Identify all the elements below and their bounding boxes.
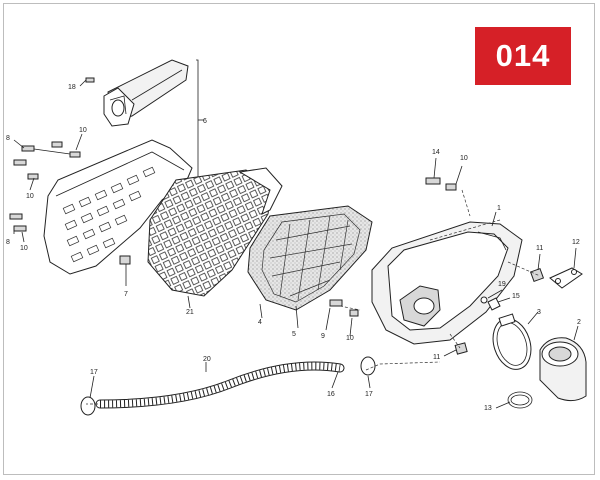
leader-lines xyxy=(13,79,579,409)
callout-13: 13 xyxy=(484,405,492,412)
airbox-housing-part xyxy=(371,221,523,345)
intake-boot-part xyxy=(539,337,587,402)
mesh-grille-part xyxy=(147,167,283,297)
grommet-part xyxy=(480,296,488,304)
callout-labels: 18 6 8 10 10 8 10 21 7 4 5 9 10 14 10 1 … xyxy=(6,84,581,412)
assembly-lines xyxy=(86,189,541,405)
plug-part xyxy=(487,297,501,311)
hose-clamp-part xyxy=(492,313,532,370)
callout-6: 6 xyxy=(203,118,207,125)
callout-11: 11 xyxy=(536,245,543,252)
hose-clip-part xyxy=(80,396,96,416)
callout-17: 17 xyxy=(365,391,373,398)
callout-10: 10 xyxy=(26,193,34,200)
callout-3: 3 xyxy=(537,309,541,316)
callout-10: 10 xyxy=(460,155,468,162)
callout-5: 5 xyxy=(292,331,296,338)
callout-7: 7 xyxy=(124,291,128,298)
callout-8: 8 xyxy=(6,239,10,246)
callout-8: 8 xyxy=(6,135,10,142)
upper-duct-part xyxy=(103,59,189,127)
filter-foam-part xyxy=(247,205,373,311)
callout-4: 4 xyxy=(258,319,262,326)
callout-20: 20 xyxy=(203,356,211,363)
callout-10: 10 xyxy=(20,245,28,252)
screw-set xyxy=(9,77,457,317)
filter-frame-part xyxy=(261,213,361,303)
callout-15: 15 xyxy=(512,293,520,300)
callout-18: 18 xyxy=(68,84,76,91)
hose-clip-part xyxy=(360,356,376,376)
callout-11: 11 xyxy=(433,354,440,361)
drain-hose-part xyxy=(95,361,345,409)
callout-21: 21 xyxy=(186,309,194,316)
left-cover-part xyxy=(43,139,193,275)
callout-10: 10 xyxy=(79,127,87,134)
group-bracket xyxy=(196,59,199,189)
clip-part xyxy=(454,342,468,355)
callout-12: 12 xyxy=(572,239,580,246)
callout-19: 19 xyxy=(498,281,506,288)
small-clamp-part xyxy=(507,391,533,409)
callout-10: 10 xyxy=(346,335,354,342)
bracket-plate-part xyxy=(549,267,583,289)
callout-2: 2 xyxy=(577,319,581,326)
callout-17: 17 xyxy=(90,369,98,376)
callout-14: 14 xyxy=(432,149,440,156)
callout-9: 9 xyxy=(321,333,325,340)
page-number-badge: 014 xyxy=(475,27,571,85)
callout-1: 1 xyxy=(497,205,501,212)
callout-16: 16 xyxy=(327,391,335,398)
